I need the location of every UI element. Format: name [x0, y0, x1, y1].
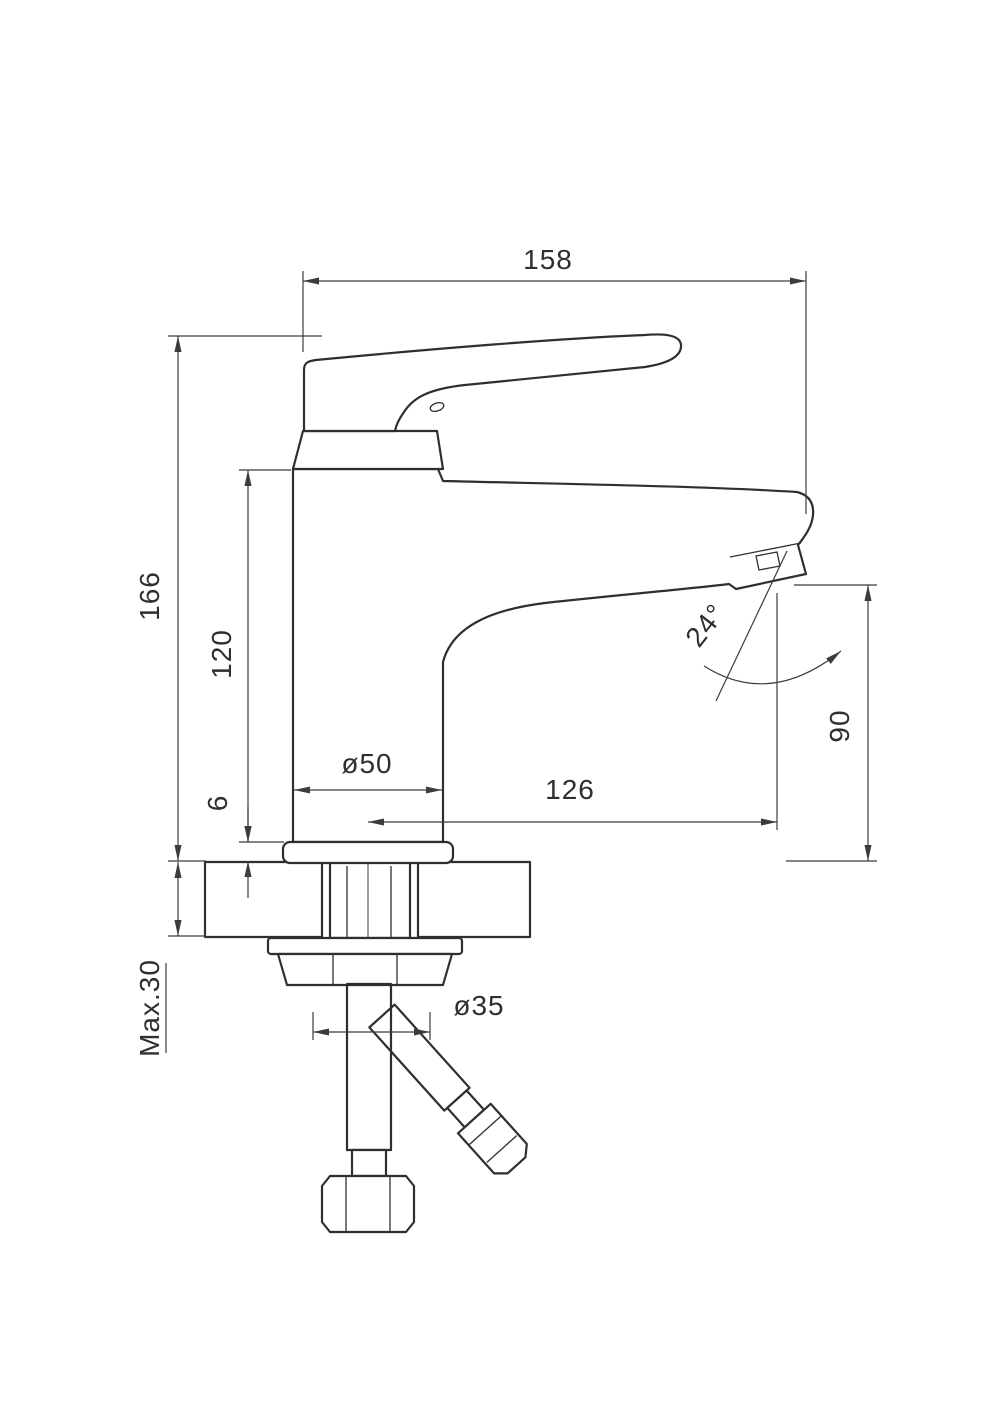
dim-6-label: 6 — [202, 795, 233, 812]
dim-hole-diameter: ø35 — [312, 990, 504, 1040]
base-flange — [281, 840, 455, 865]
dim-overall-height: 166 — [134, 335, 322, 862]
faucet-body-spout — [291, 467, 815, 844]
dim-24deg-label: 24° — [679, 598, 731, 653]
dim-120-label: 120 — [206, 629, 237, 679]
hose-nut — [456, 1102, 528, 1175]
dimension-annotations: 158 166 120 6 ø50 — [134, 244, 877, 1057]
dim-126-label: 126 — [545, 774, 595, 805]
mounting-washer — [266, 936, 464, 956]
countertop-section-left — [203, 860, 324, 939]
lever-handle — [302, 333, 683, 433]
aerator-seam — [729, 542, 802, 558]
dim-158-label: 158 — [523, 244, 573, 275]
hose-nut — [320, 1174, 416, 1234]
faucet-object — [203, 333, 815, 1234]
angle-ray — [715, 550, 788, 702]
dim-spout-reach: 126 — [368, 593, 778, 830]
handle-detail — [429, 401, 445, 413]
supply-hose-diagonal — [368, 1003, 528, 1175]
hose-nut-facet — [486, 1135, 518, 1163]
hose-fitting — [350, 1148, 388, 1178]
cartridge-neck — [291, 429, 445, 471]
supply-hose-vertical — [320, 982, 416, 1234]
dim-90-label: 90 — [824, 709, 855, 742]
angle-arc — [703, 650, 842, 685]
braided-hose — [345, 982, 393, 1152]
dim-body-height: 120 — [206, 469, 291, 843]
dim-max-deck-thickness: Max.30 — [134, 862, 206, 1057]
mounting-nut — [276, 952, 454, 987]
hose-nut-facet — [468, 1115, 502, 1146]
dim-max30-label: Max.30 — [134, 959, 165, 1057]
dim-outlet-height: 90 — [786, 584, 877, 862]
dim-base-height: 6 — [202, 795, 252, 898]
dim-body-diameter: ø50 — [294, 748, 442, 794]
countertop-section-right — [416, 860, 532, 939]
dim-166-label: 166 — [134, 571, 165, 621]
mounting-shank — [328, 860, 412, 940]
dim-d50-label: ø50 — [341, 748, 392, 779]
dim-d35-label: ø35 — [453, 990, 504, 1021]
dim-overall-width: 158 — [302, 244, 807, 514]
